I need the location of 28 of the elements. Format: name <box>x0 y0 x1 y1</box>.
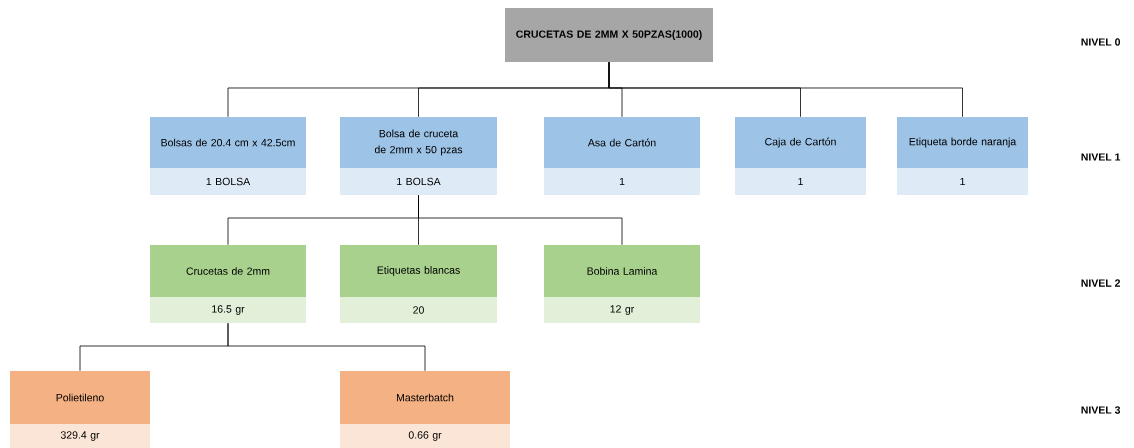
part-box: Crucetas de 2mm 16.5 gr <box>150 245 306 323</box>
part-box: Etiqueta borde naranja 1 <box>897 117 1028 195</box>
part-box: CRUCETAS DE 2MM X 50PZAS(1000) <box>505 8 713 62</box>
connector-line <box>418 194 623 246</box>
node-label: 16.5 gr <box>212 305 245 315</box>
node-label: 1 BOLSA <box>397 177 441 186</box>
node-label: 0.66 gr <box>408 431 442 441</box>
level-label: NIVEL 1 <box>1081 153 1121 161</box>
level-label: NIVEL 2 <box>1081 279 1121 287</box>
node-label: 1 BOLSA <box>206 177 251 186</box>
part-box: Caja de Cartón 1 <box>735 117 866 195</box>
part-box: Asa de Cartón 1 <box>544 117 700 195</box>
part-box: Polietileno 329.4 gr <box>10 371 150 448</box>
node-label: 20 <box>413 306 424 314</box>
node-label: 12 gr <box>610 305 635 315</box>
part-box: Bobina Lamina 12 gr <box>544 245 700 323</box>
node-label: 1 <box>619 177 625 186</box>
connector-line <box>227 322 426 372</box>
level-label: NIVEL 3 <box>1081 406 1121 414</box>
node-label: 1 <box>798 177 803 186</box>
connector-line <box>608 61 963 118</box>
part-box: Bolsa de cruceta de 2mm x 50 pzas 1 BOLSA <box>340 117 497 195</box>
part-box: Etiquetas blancas 20 <box>340 245 497 323</box>
node-label: 1 <box>960 177 965 186</box>
node-label: 329.4 gr <box>60 431 100 441</box>
part-box: Masterbatch 0.66 gr <box>340 371 510 448</box>
level-label: NIVEL 0 <box>1081 38 1121 46</box>
part-box: Bolsas de 20.4 cm x 42.5cm 1 BOLSA <box>150 117 306 195</box>
